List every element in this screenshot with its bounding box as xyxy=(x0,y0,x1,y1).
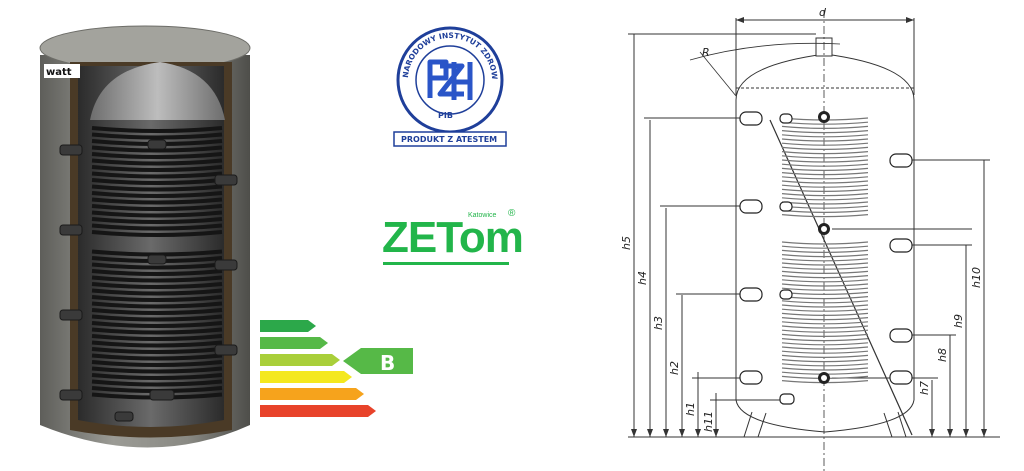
zetom-small-text: Katowice xyxy=(468,212,497,219)
zetom-underline xyxy=(383,262,509,265)
tank-cutaway-render: watt xyxy=(39,25,251,448)
pzh-monogram-icon xyxy=(427,59,473,100)
energy-bar xyxy=(260,337,328,349)
energy-bar xyxy=(260,354,340,366)
rating-letter: B xyxy=(380,351,395,375)
energy-bar xyxy=(260,371,352,383)
energy-bar xyxy=(260,405,376,417)
zetom-registered-mark: ® xyxy=(508,208,516,219)
brand-label xyxy=(44,64,80,78)
certification-badge: NARODOWY INSTYTUT ZDROWIA PUBLICZNEGO PI… xyxy=(385,11,512,148)
dim-d: d xyxy=(819,6,827,19)
dim-h7: h7 xyxy=(918,381,931,395)
dim-h3: h3 xyxy=(652,316,665,330)
pib-text: PIB xyxy=(438,111,453,120)
dim-h5: h5 xyxy=(620,236,633,250)
dim-R: R xyxy=(702,46,710,59)
energy-bar xyxy=(260,388,364,400)
energy-bar xyxy=(260,320,316,332)
dim-h8: h8 xyxy=(936,348,949,362)
dim-h9: h9 xyxy=(952,314,965,328)
zetom-logo: ZETom xyxy=(382,213,524,262)
dim-h11: h11 xyxy=(702,411,715,432)
energy-efficiency-label: B xyxy=(260,320,413,417)
technical-drawing: d R h5 h4 h3 h2 h1 h11 h7 h8 h9 h10 xyxy=(620,6,1000,471)
brand-text: watt xyxy=(46,67,72,78)
badge-text: PRODUKT Z ATESTEM xyxy=(401,135,497,144)
zetom-name: ZETom xyxy=(382,213,524,262)
dim-h2: h2 xyxy=(668,361,681,375)
dim-h4: h4 xyxy=(636,271,649,285)
dim-h1: h1 xyxy=(684,402,697,416)
dim-h10: h10 xyxy=(970,267,983,288)
rating-arrow xyxy=(343,348,413,374)
